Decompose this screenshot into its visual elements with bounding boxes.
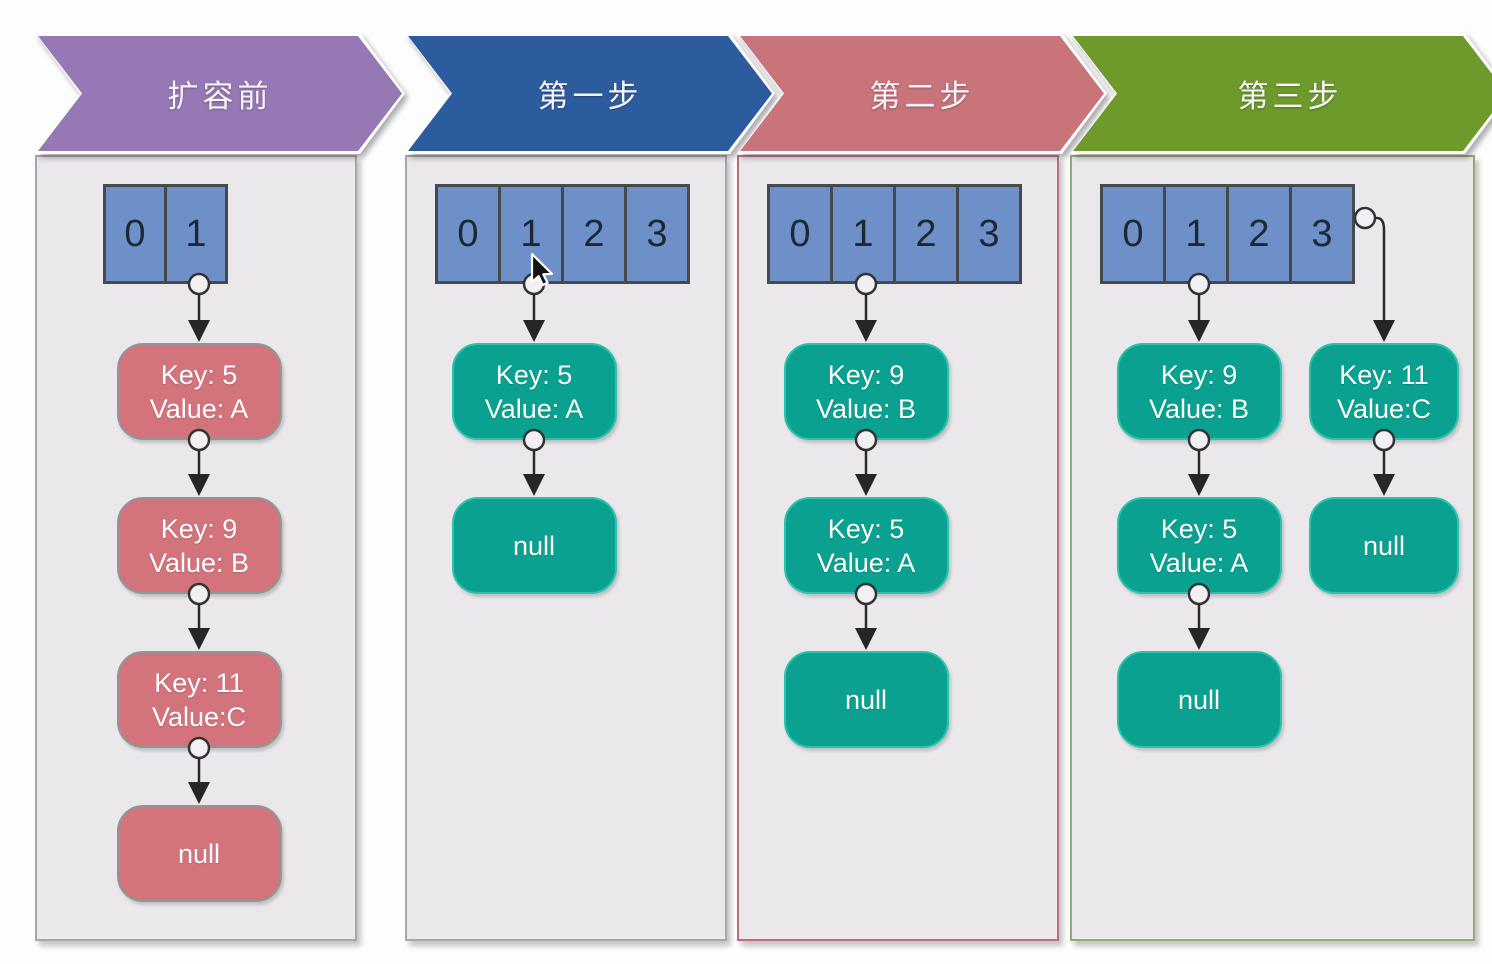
bucket-cell-3: 3 <box>624 184 690 284</box>
bucket-cell-0: 0 <box>435 184 501 284</box>
node-text: Key: 11 <box>154 667 244 698</box>
null-node: null <box>116 805 282 902</box>
null-node: null <box>783 651 949 748</box>
step-banner-step-1: 第一步 <box>405 33 775 154</box>
bucket-cell-3: 3 <box>1289 184 1355 284</box>
node-text: null <box>1362 530 1406 561</box>
node-text: Value: B <box>148 547 250 578</box>
bucket-cell-2: 2 <box>561 184 627 284</box>
bucket-cell-1: 1 <box>1163 184 1229 284</box>
node-text: Value: A <box>484 393 584 424</box>
bucket-cell-3: 3 <box>956 184 1022 284</box>
node-text: null <box>1177 684 1221 715</box>
node-text: Key: 5 <box>160 359 238 390</box>
step-banner-label: 扩容前 <box>167 79 273 114</box>
null-node: null <box>1309 497 1459 594</box>
node-text: Value: A <box>816 547 916 578</box>
null-node: null <box>451 497 617 594</box>
node-text: Value: B <box>1148 393 1250 424</box>
node-text: Value: A <box>1149 547 1249 578</box>
bucket-cell-0: 0 <box>1100 184 1166 284</box>
bucket-cell-1: 1 <box>164 184 228 284</box>
node-text: Key: 9 <box>827 359 905 390</box>
node-text: Value:C <box>1336 393 1432 424</box>
null-node: null <box>1116 651 1282 748</box>
node-text: Key: 5 <box>827 513 905 544</box>
step-banner-step-3: 第三步 <box>1070 33 1492 154</box>
node-text: Value:C <box>151 701 247 732</box>
bucket-cell-2: 2 <box>893 184 959 284</box>
node-text: Key: 5 <box>1160 513 1238 544</box>
bucket-cell-2: 2 <box>1226 184 1292 284</box>
node-text: Value: B <box>815 393 917 424</box>
step-banner-label: 第三步 <box>1237 79 1343 114</box>
node-text: null <box>512 530 556 561</box>
node-text: Key: 5 <box>495 359 573 390</box>
node-text: null <box>177 838 221 869</box>
node-text: Key: 9 <box>1160 359 1238 390</box>
node-text: null <box>844 684 888 715</box>
bucket-cell-1: 1 <box>830 184 896 284</box>
node-text: Key: 11 <box>1339 359 1429 390</box>
step-banner-step-2: 第二步 <box>737 33 1107 154</box>
step-banner-label: 第一步 <box>537 79 643 114</box>
bucket-cell-0: 0 <box>103 184 167 284</box>
bucket-cell-1: 1 <box>498 184 564 284</box>
bucket-cell-0: 0 <box>767 184 833 284</box>
node-text: Key: 9 <box>160 513 238 544</box>
step-banner-label: 第二步 <box>869 79 975 114</box>
step-banner-before-resize: 扩容前 <box>35 33 405 154</box>
node-text: Value: A <box>149 393 249 424</box>
